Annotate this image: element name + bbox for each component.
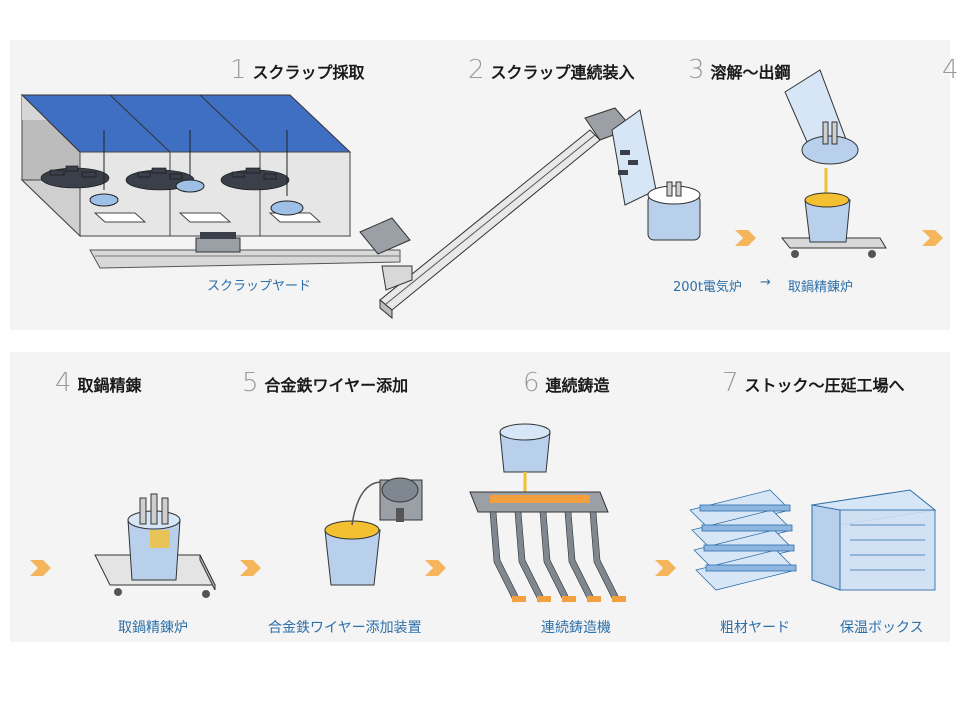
step-2-number: 2 bbox=[468, 55, 485, 85]
furnace-tapping bbox=[780, 69, 887, 258]
crane-magnets bbox=[89, 130, 304, 216]
step-2-label: スクラップ連続装入 bbox=[490, 63, 635, 82]
caption-insulated-box: 保温ボックス bbox=[840, 620, 924, 636]
caption-wire-feeder: 合金鉄ワイヤー添加装置 bbox=[268, 620, 422, 636]
alloy-wire-feeder bbox=[324, 477, 423, 586]
step-6-number: 6 bbox=[523, 368, 540, 398]
step-4-partial-number: 4 bbox=[942, 57, 960, 83]
step-7-title: 7 ストック〜圧延工場へ bbox=[722, 370, 905, 396]
step-1-number: 1 bbox=[230, 55, 247, 85]
caption-arrow: → bbox=[760, 275, 771, 290]
caption-billet-yard: 粗材ヤード bbox=[720, 620, 790, 636]
step-4-label: 取鍋精錬 bbox=[77, 376, 142, 395]
caption-ladle-furnace-top: 取鍋精錬炉 bbox=[788, 280, 854, 295]
step-7-label: ストック〜圧延工場へ bbox=[744, 376, 905, 395]
step-2-title: 2 スクラップ連続装入 bbox=[468, 57, 635, 83]
flow-arrow-6-7 bbox=[655, 560, 676, 576]
caption-scrap-yard: スクラップヤード bbox=[207, 279, 312, 294]
step-6-label: 連続鋳造 bbox=[545, 376, 610, 395]
caption-caster: 連続鋳造機 bbox=[541, 620, 611, 636]
step-7-number: 7 bbox=[722, 368, 739, 398]
billet-stack bbox=[689, 489, 797, 591]
step-1-title: 1 スクラップ採取 bbox=[230, 57, 365, 83]
step-1-label: スクラップ採取 bbox=[252, 63, 365, 82]
step-5-label: 合金鉄ワイヤー添加 bbox=[264, 376, 409, 395]
continuous-caster bbox=[469, 423, 626, 603]
step-3-label: 溶解〜出鋼 bbox=[710, 63, 791, 82]
scrap-yard-building bbox=[20, 93, 352, 238]
step-3-title: 3 溶解〜出鋼 bbox=[688, 57, 791, 83]
step-4-number: 4 bbox=[55, 368, 72, 398]
caption-electric-furnace: 200t電気炉 bbox=[673, 280, 742, 295]
electric-furnace-charging bbox=[611, 109, 701, 241]
ladle-refining-furnace bbox=[94, 493, 216, 598]
flow-arrow-3-4 bbox=[922, 230, 943, 246]
step-3-number: 3 bbox=[688, 55, 705, 85]
scrap-conveyor bbox=[359, 107, 633, 320]
caption-ladle-furnace: 取鍋精錬炉 bbox=[118, 620, 188, 636]
scrap-cart bbox=[195, 232, 241, 253]
flow-arrow-4-5 bbox=[240, 560, 261, 576]
step-4-title: 4 取鍋精錬 bbox=[55, 370, 142, 396]
insulated-box bbox=[810, 489, 937, 591]
flow-arrow-in-4 bbox=[30, 560, 51, 576]
step-6-title: 6 連続鋳造 bbox=[523, 370, 610, 396]
flow-arrow-2-3 bbox=[735, 230, 756, 246]
flow-arrow-5-6 bbox=[425, 560, 446, 576]
yard-rail bbox=[89, 249, 401, 269]
step-5-title: 5 合金鉄ワイヤー添加 bbox=[242, 370, 408, 396]
partial-number: 4 bbox=[942, 55, 959, 85]
step-5-number: 5 bbox=[242, 368, 259, 398]
